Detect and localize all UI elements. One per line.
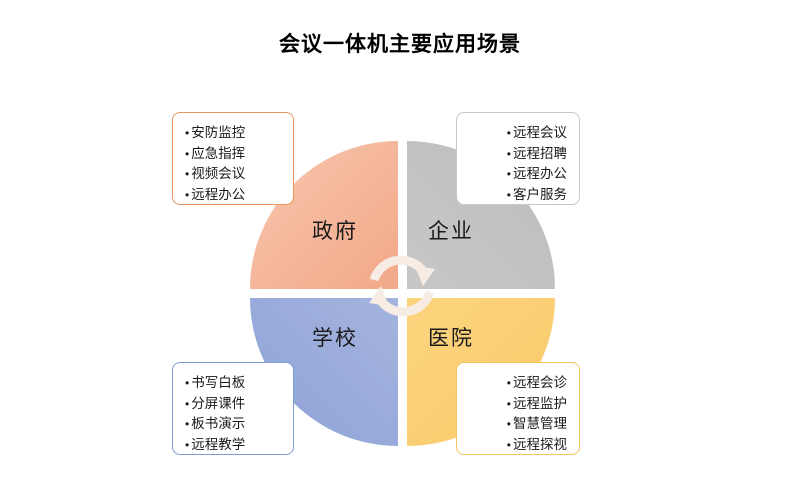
list-item: 远程教学 (185, 435, 281, 456)
callout-enterprise[interactable]: 远程会议 远程招聘 远程办公 客户服务 (456, 112, 580, 205)
list-item: 远程办公 (185, 185, 281, 206)
list-item: 安防监控 (185, 123, 281, 144)
list-item: 远程招聘 (469, 144, 567, 165)
list-item: 远程探视 (469, 435, 567, 456)
list-item: 书写白板 (185, 373, 281, 394)
callout-government[interactable]: 安防监控 应急指挥 视频会议 远程办公 (172, 112, 294, 205)
pie-slice-label-enterprise: 企业 (428, 220, 474, 243)
pie-slice-label-school: 学校 (312, 327, 358, 350)
pie-slice-label-government: 政府 (312, 220, 358, 243)
callout-school[interactable]: 书写白板 分屏课件 板书演示 远程教学 (172, 362, 294, 455)
list-item: 远程监护 (469, 394, 567, 415)
callout-school-list: 书写白板 分屏课件 板书演示 远程教学 (185, 373, 281, 455)
list-item: 分屏课件 (185, 394, 281, 415)
list-item: 远程办公 (469, 164, 567, 185)
list-item: 客户服务 (469, 185, 567, 206)
list-item: 板书演示 (185, 414, 281, 435)
callout-enterprise-list: 远程会议 远程招聘 远程办公 客户服务 (469, 123, 567, 205)
cycle-arrows-icon (363, 248, 441, 324)
callout-hospital[interactable]: 远程会诊 远程监护 智慧管理 远程探视 (456, 362, 580, 455)
list-item: 远程会议 (469, 123, 567, 144)
pie-slice-label-hospital: 医院 (428, 327, 474, 350)
list-item: 智慧管理 (469, 414, 567, 435)
page-title: 会议一体机主要应用场景 (279, 33, 521, 56)
callout-government-list: 安防监控 应急指挥 视频会议 远程办公 (185, 123, 281, 205)
list-item: 远程会诊 (469, 373, 567, 394)
list-item: 视频会议 (185, 164, 281, 185)
callout-hospital-list: 远程会诊 远程监护 智慧管理 远程探视 (469, 373, 567, 455)
list-item: 应急指挥 (185, 144, 281, 165)
